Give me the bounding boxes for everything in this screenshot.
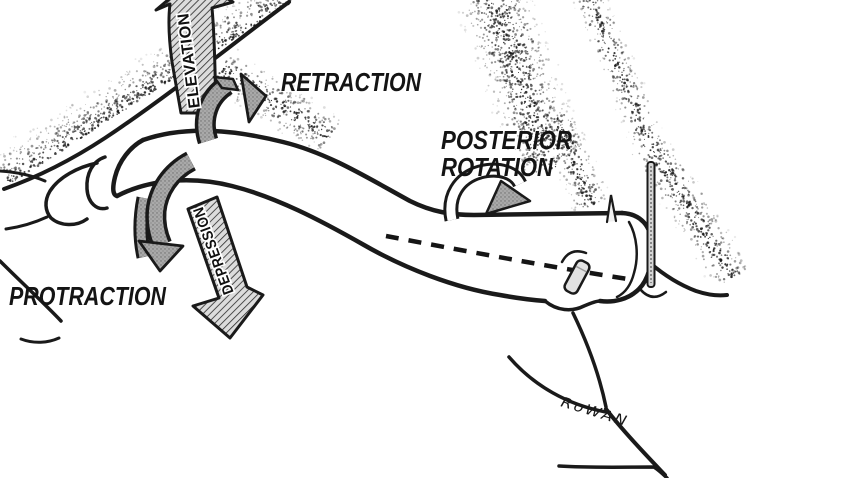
- lower-chest-line: [557, 464, 669, 478]
- pin-bracket-arc: [560, 250, 588, 264]
- manubrium-outline: [44, 161, 99, 227]
- axis-pin: [560, 250, 591, 295]
- acromial-end-inner-line: [615, 220, 638, 299]
- sternum-lower-line: [4, 215, 49, 231]
- posterior-rotation-label-line2: ROTATION: [441, 152, 554, 182]
- clavicle-medial-cap: [111, 137, 146, 199]
- rotation-axis-dashed-line: [385, 233, 635, 283]
- retraction-arrowhead: [239, 72, 268, 124]
- stipple-shading: [0, 0, 747, 283]
- retraction-arrow: [194, 72, 268, 145]
- retraction-facet: [212, 75, 240, 92]
- posterior-rotation-arrow: [443, 162, 532, 222]
- neck-line: [2, 0, 291, 191]
- protraction-body: [148, 154, 195, 248]
- rotation-loop-band: [446, 165, 525, 221]
- sternum-top-line: [0, 169, 47, 183]
- anterior-fold-line: [571, 311, 608, 409]
- shoulder-outline: [507, 194, 729, 478]
- deltoid-contour: [648, 261, 729, 298]
- axillary-fold-line: [507, 355, 608, 414]
- protraction-arrowhead: [137, 239, 185, 273]
- sc-joint-knob: [85, 155, 109, 211]
- rod-shaft: [646, 161, 656, 288]
- depression-arrow: [186, 195, 265, 340]
- artist-signature: RoWAN: [559, 395, 631, 431]
- protraction-label: PROTRACTION: [9, 281, 167, 311]
- retraction-label: RETRACTION: [281, 67, 422, 97]
- acromion-spike: [605, 194, 618, 224]
- pin-cylinder-edge: [575, 265, 587, 273]
- rotation-arrowhead: [484, 179, 532, 216]
- under-rod-arc: [638, 287, 668, 298]
- protraction-arrow: [133, 151, 197, 273]
- torso-outline: [0, 0, 291, 344]
- inferior-hook: [543, 299, 602, 312]
- depression-arrow-shape: [186, 195, 265, 340]
- chest-curve: [0, 259, 63, 323]
- protraction-tail-band: [136, 197, 149, 258]
- clavicle-bottom-edge: [114, 178, 548, 304]
- chest-stroke: [19, 336, 61, 344]
- pin-cylinder: [563, 259, 591, 295]
- posterior-rotation-label-line1: POSTERIOR: [441, 125, 572, 155]
- vertical-rod: [646, 161, 656, 288]
